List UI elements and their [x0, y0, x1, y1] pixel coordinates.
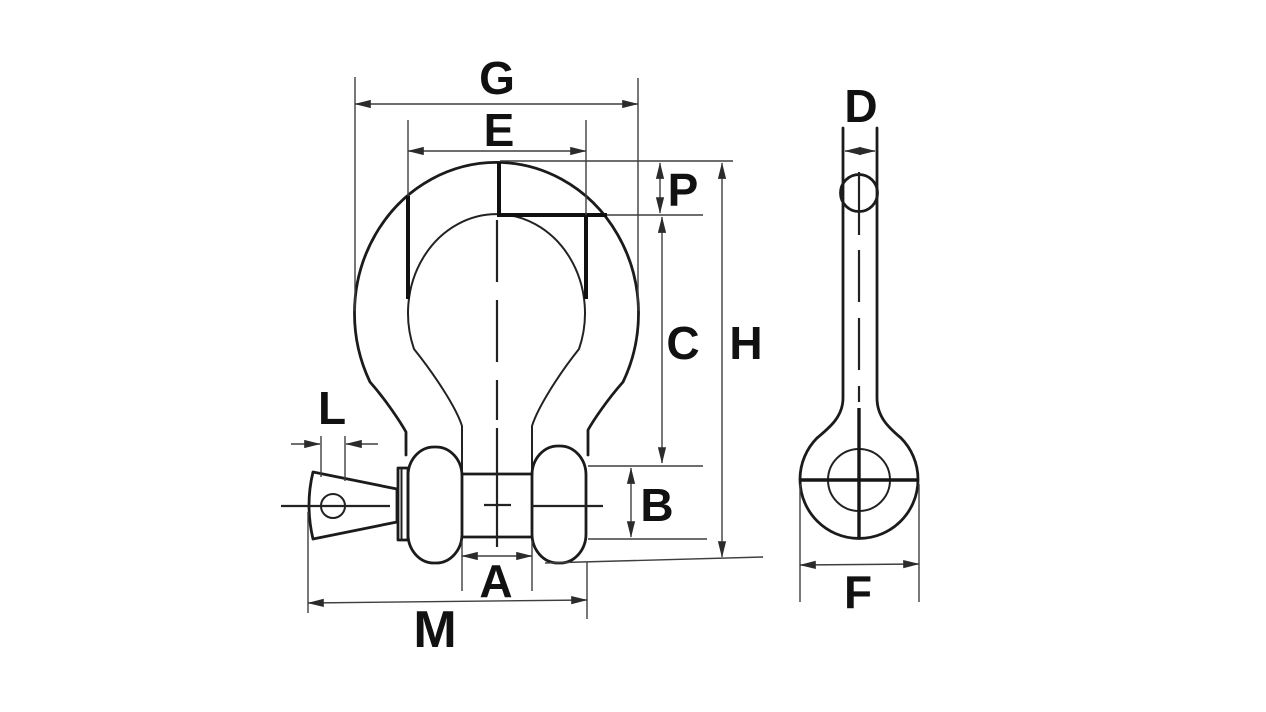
- bow-outer-profile: [353, 161, 640, 457]
- side-profile: [798, 126, 920, 540]
- dim-label-B: B: [640, 479, 673, 531]
- right-lug: [530, 444, 588, 565]
- front-view-shackle-body: [281, 161, 640, 565]
- bow-inner-profile: [407, 213, 586, 475]
- side-view-dimensions: [799, 146, 920, 602]
- dim-label-E: E: [484, 104, 515, 156]
- dim-label-L: L: [318, 382, 346, 434]
- dim-label-M: M: [413, 601, 456, 659]
- dim-label-A: A: [479, 555, 512, 607]
- pin-head-cone: [307, 470, 399, 541]
- dim-label-C: C: [666, 317, 699, 369]
- dimension-labels: G E P C H B A M L D F: [318, 52, 878, 659]
- dim-label-H: H: [729, 317, 762, 369]
- front-view-dimensions: [291, 77, 764, 619]
- ref-line-bottom-slanted: [544, 556, 764, 564]
- dim-F-line: [799, 560, 920, 569]
- dim-label-G: G: [479, 52, 515, 104]
- dim-label-P: P: [668, 164, 699, 216]
- pin-collar: [396, 466, 410, 542]
- dim-M-line: [307, 596, 588, 607]
- dim-label-F: F: [844, 566, 872, 618]
- dim-label-D: D: [844, 80, 877, 132]
- side-view-shackle: [798, 126, 920, 540]
- left-lug: [406, 445, 464, 565]
